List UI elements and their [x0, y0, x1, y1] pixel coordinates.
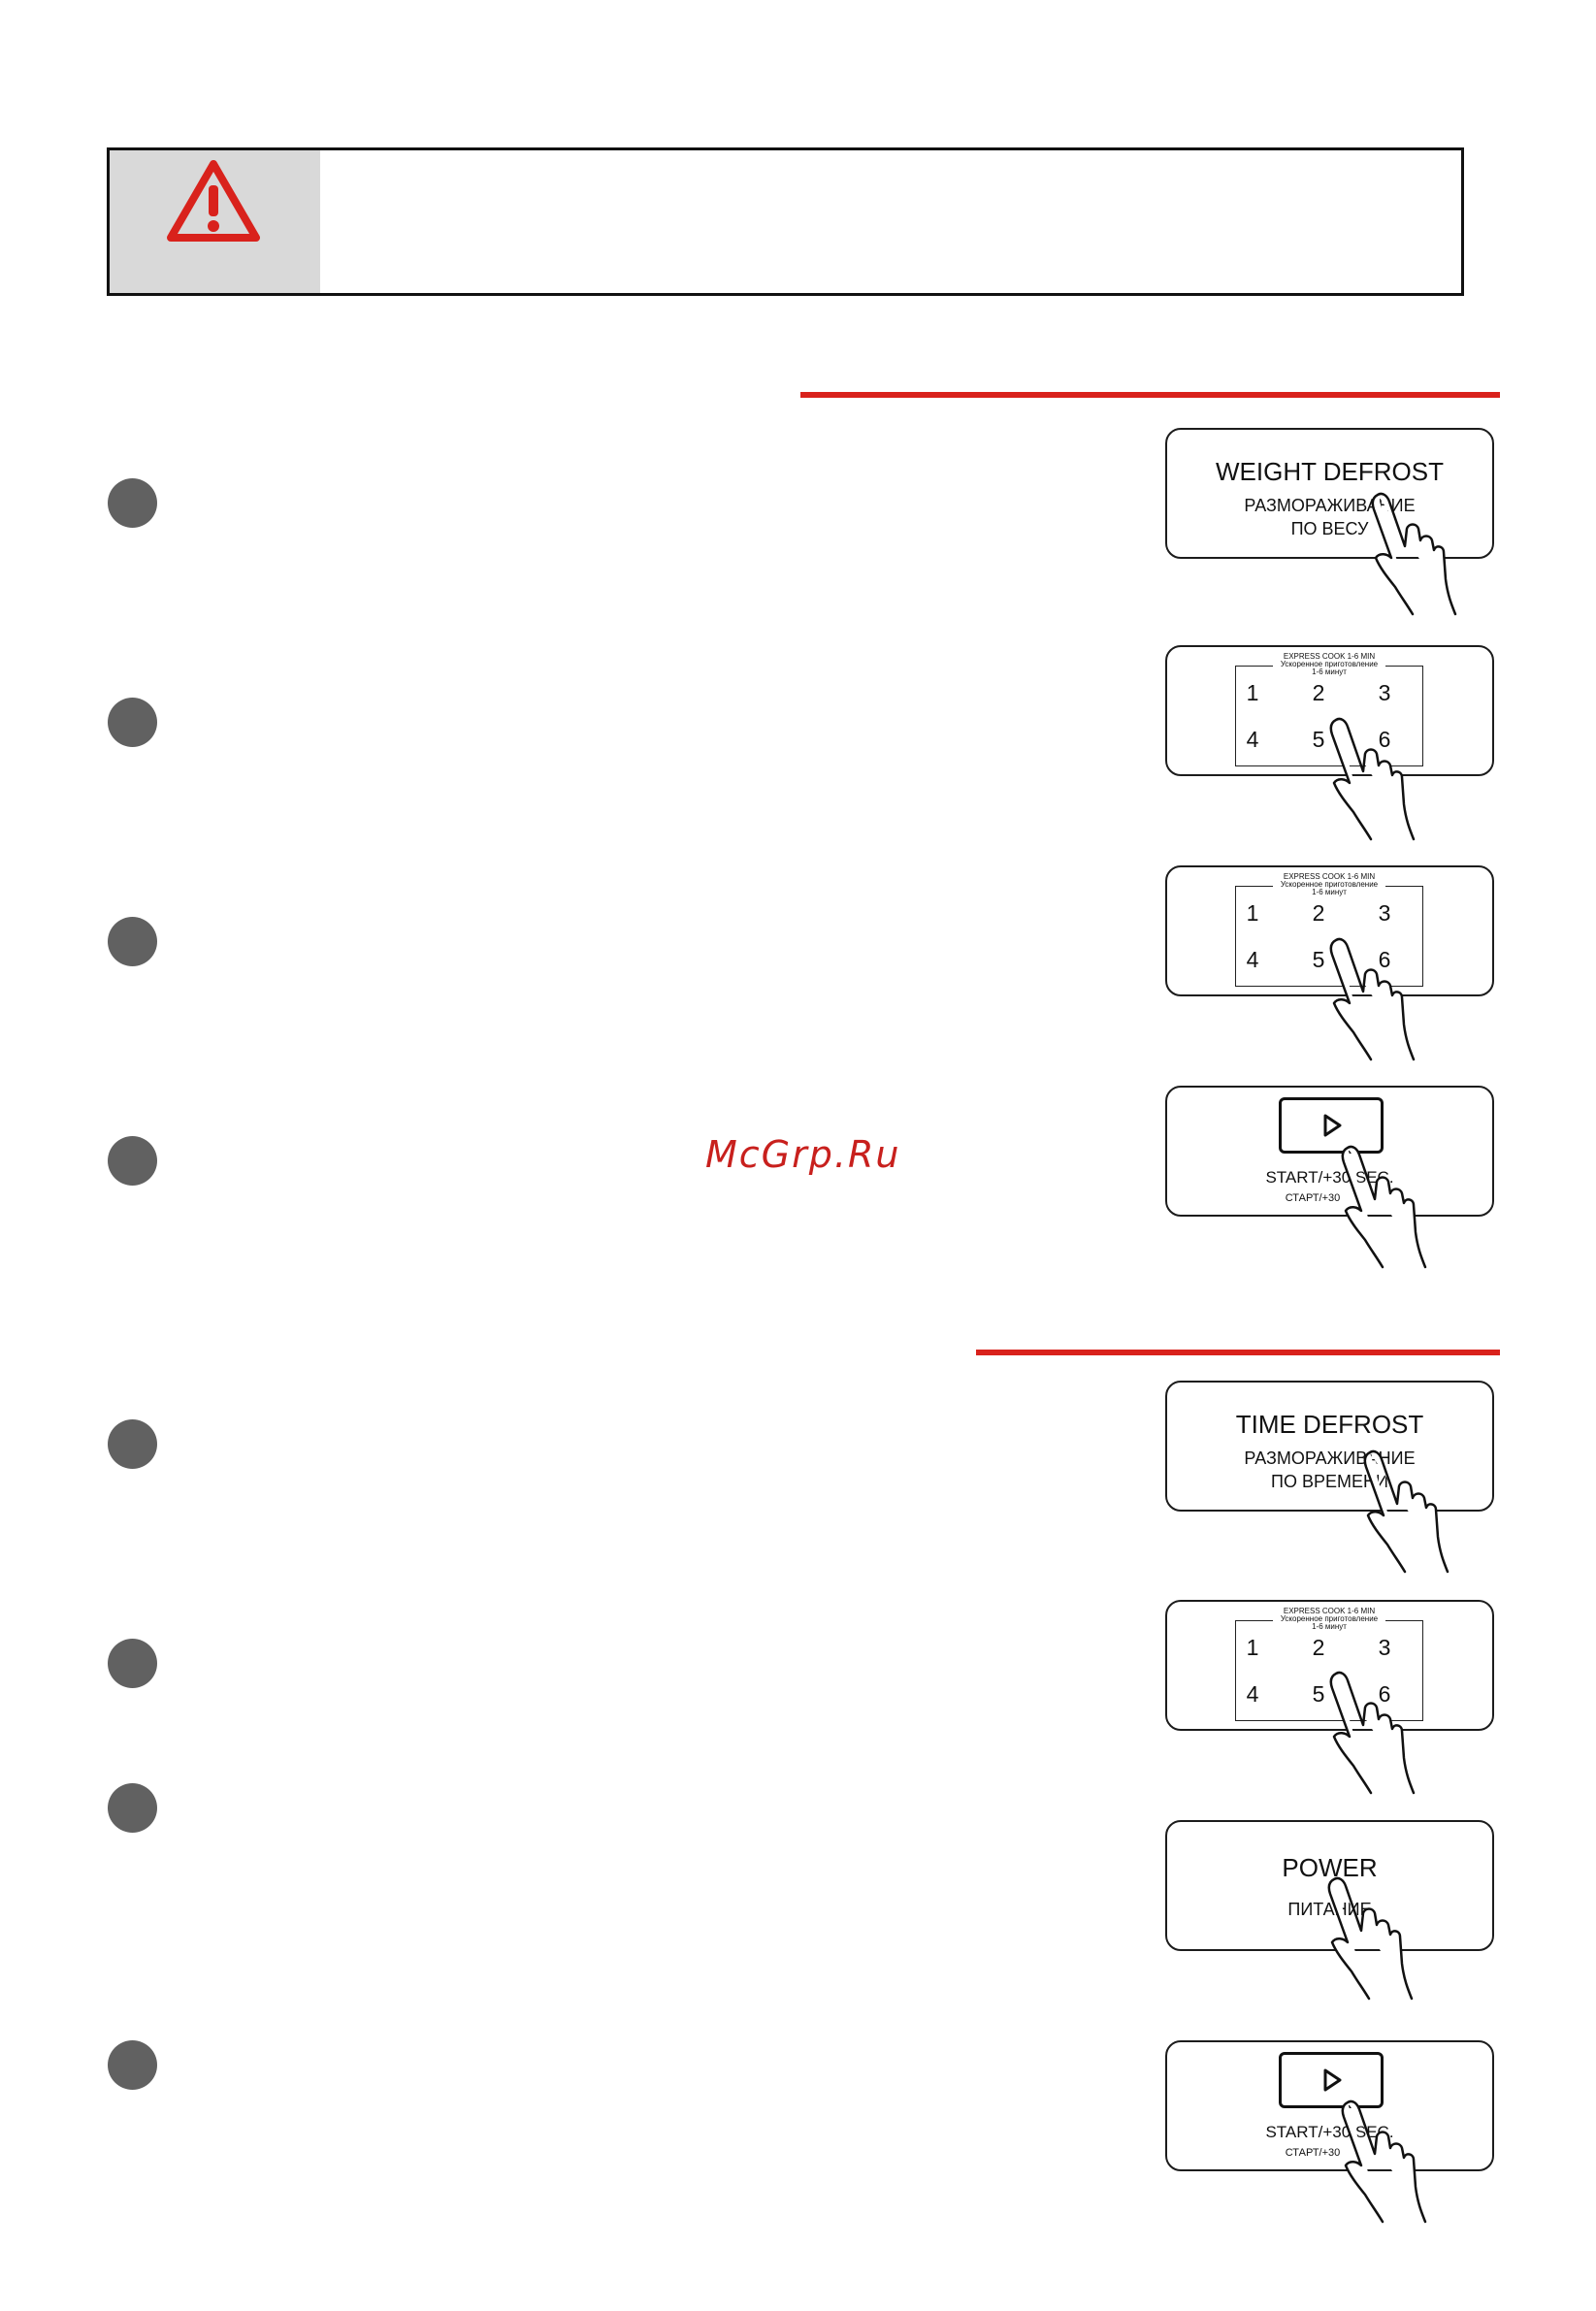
- warning-box: [107, 147, 1464, 296]
- key-4[interactable]: 4: [1246, 727, 1259, 752]
- warning-triangle-icon: [167, 160, 260, 242]
- key-3[interactable]: 3: [1378, 680, 1391, 705]
- key-4[interactable]: 4: [1246, 1681, 1259, 1707]
- step-bullet: [108, 917, 157, 966]
- start-sublabel: СТАРТ/+30: [1285, 2147, 1341, 2159]
- key-3[interactable]: 3: [1378, 900, 1391, 926]
- step-bullet: [108, 1783, 157, 1833]
- key-6[interactable]: 6: [1378, 1681, 1391, 1707]
- step-bullet: [108, 698, 157, 747]
- watermark: McGrp.Ru: [705, 1133, 901, 1176]
- panel-title: TIME DEFROST: [1235, 1410, 1424, 1439]
- key-1[interactable]: 1: [1246, 900, 1259, 926]
- start-label: START/+30 SEC.: [1265, 2123, 1394, 2141]
- key-5[interactable]: 5: [1312, 1681, 1325, 1707]
- start-sublabel: СТАРТ/+30: [1285, 1192, 1341, 1204]
- start-label: START/+30 SEC.: [1265, 1168, 1394, 1187]
- panel-line2: ПО ВРЕМЕНИ: [1271, 1472, 1388, 1491]
- play-icon: [1323, 2068, 1342, 2092]
- power-button[interactable]: POWER ПИТАНИЕ: [1165, 1820, 1494, 1951]
- panel-line1: РАЗМОРАЖИВАНИЕ: [1244, 496, 1416, 515]
- start-button[interactable]: [1279, 1097, 1384, 1154]
- panel-line1: РАЗМОРАЖИВАНИЕ: [1244, 1448, 1416, 1468]
- start-button-panel[interactable]: START/+30 SEC. СТАРТ/+30: [1165, 1086, 1494, 1217]
- step-bullet: [108, 478, 157, 528]
- key-1[interactable]: 1: [1246, 1635, 1259, 1660]
- key-6[interactable]: 6: [1378, 727, 1391, 752]
- step-bullet: [108, 1639, 157, 1688]
- key-1[interactable]: 1: [1246, 680, 1259, 705]
- step-bullet: [108, 2040, 157, 2090]
- start-button[interactable]: [1279, 2052, 1384, 2108]
- weight-defrost-button[interactable]: WEIGHT DEFROST РАЗМОРАЖИВАНИЕ ПО ВЕСУ: [1165, 428, 1494, 559]
- power-title: POWER: [1282, 1853, 1378, 1882]
- step-bullet: [108, 1136, 157, 1186]
- section-divider-time: [976, 1350, 1500, 1355]
- panel-line2: ПО ВЕСУ: [1290, 519, 1369, 538]
- key-4[interactable]: 4: [1246, 947, 1259, 972]
- key-2[interactable]: 2: [1312, 900, 1325, 926]
- key-2[interactable]: 2: [1312, 680, 1325, 705]
- key-2[interactable]: 2: [1312, 1635, 1325, 1660]
- start-button-panel[interactable]: START/+30 SEC. СТАРТ/+30: [1165, 2040, 1494, 2171]
- play-icon: [1323, 1114, 1342, 1137]
- power-label: ПИТАНИЕ: [1287, 1900, 1372, 1919]
- key-5[interactable]: 5: [1312, 727, 1325, 752]
- key-5[interactable]: 5: [1312, 947, 1325, 972]
- key-3[interactable]: 3: [1378, 1635, 1391, 1660]
- key-6[interactable]: 6: [1378, 947, 1391, 972]
- warning-sidebar: [110, 150, 320, 293]
- panel-title: WEIGHT DEFROST: [1216, 457, 1444, 486]
- step-bullet: [108, 1419, 157, 1469]
- time-defrost-button[interactable]: TIME DEFROST РАЗМОРАЖИВАНИЕ ПО ВРЕМЕНИ: [1165, 1381, 1494, 1512]
- section-divider-weight: [800, 392, 1500, 398]
